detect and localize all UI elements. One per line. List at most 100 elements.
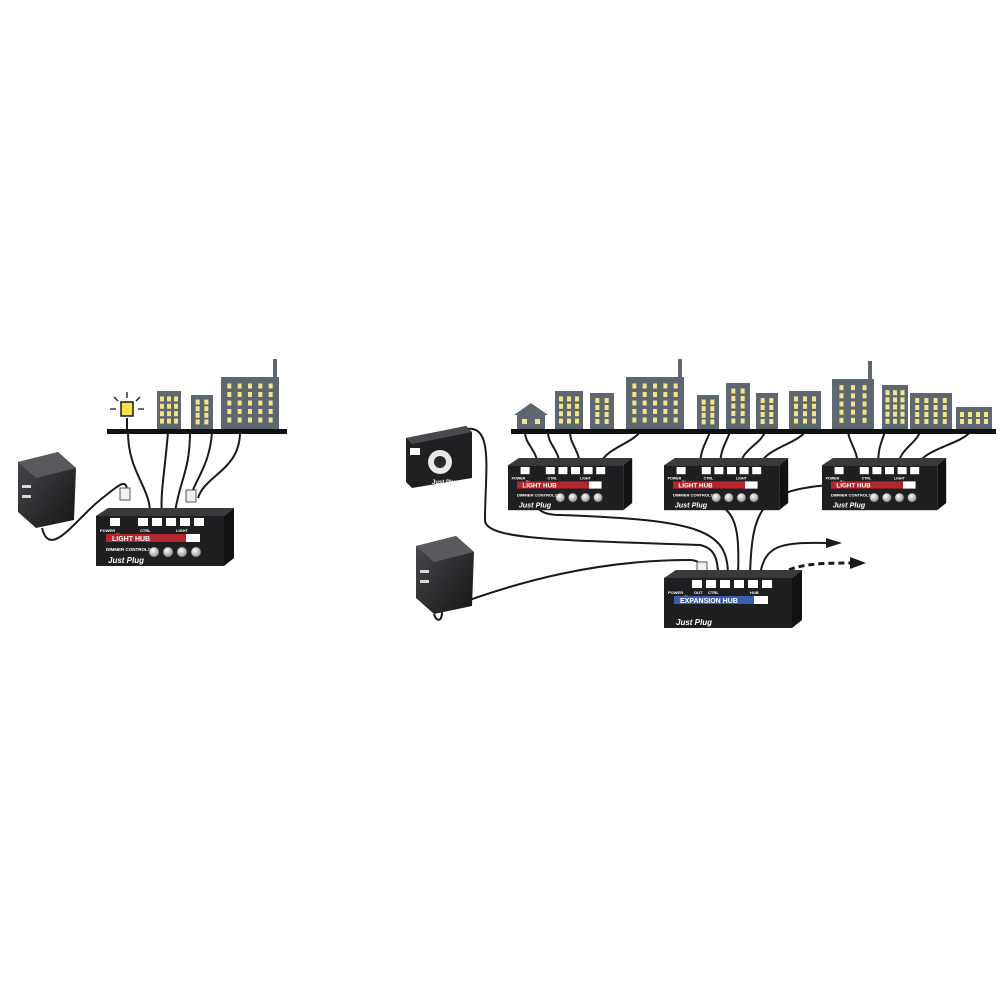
port-socket (734, 580, 744, 588)
port-socket (180, 518, 190, 526)
dimmer-controls-label: DIMMER CONTROLS (673, 493, 714, 498)
ctrl-port-label: CTRL (140, 528, 151, 533)
port-socket (885, 467, 894, 475)
power-port-label: POWER (668, 590, 683, 595)
brand-logo: Just Plug (675, 501, 708, 510)
hub-title: EXPANSION HUB (680, 598, 738, 605)
dimmer-knob-icon[interactable] (593, 492, 603, 503)
brand-logo: Just Plug (833, 501, 866, 510)
dimmer-knob-icon[interactable] (907, 492, 917, 503)
light-port-label: LIGHT (736, 477, 748, 481)
left-track (107, 429, 287, 434)
hub-title: LIGHT HUB (678, 483, 713, 490)
dimmer-knob-icon[interactable] (580, 492, 591, 503)
dimmer-knob-icon[interactable] (555, 492, 565, 503)
dimmer-knob-icon[interactable] (190, 546, 202, 558)
port-socket (110, 518, 120, 526)
dimmer-knob-icon[interactable] (162, 546, 174, 558)
port-socket (152, 518, 162, 526)
port-socket (872, 467, 882, 475)
dimmer-knob-icon[interactable] (148, 546, 160, 558)
dimmer-knob-icon[interactable] (882, 492, 892, 503)
remote-brand: Just Plug (432, 480, 459, 486)
dimmer-knob-icon[interactable] (724, 492, 734, 503)
power-port-label: POWER (826, 477, 840, 481)
hub-label-end (745, 481, 758, 489)
port-socket (166, 518, 176, 526)
port-socket (859, 467, 869, 475)
building-icon (555, 391, 583, 429)
port-socket (692, 580, 702, 588)
building-icon (756, 393, 778, 429)
hub-port-label: HUB (750, 590, 759, 595)
hub-label-strip (106, 534, 186, 542)
light-port-label: LIGHT (580, 477, 592, 481)
ctrl-port-label: CTRL (862, 477, 872, 481)
dimmer-knob-icon[interactable] (711, 492, 721, 503)
building-icon (626, 359, 684, 429)
hub-title: LIGHT HUB (522, 483, 557, 490)
building-icon (157, 391, 181, 429)
building-icon (726, 383, 750, 429)
building-icon (956, 407, 992, 429)
hub-label-end (754, 596, 768, 604)
dimmer-knob-icon[interactable] (749, 492, 759, 503)
out-port-label: OUT (694, 590, 703, 595)
hub-label-end (903, 481, 916, 489)
power-adapter-icon (18, 452, 76, 528)
dimmer-controls-label: DIMMER CONTROLS (106, 547, 151, 552)
hub-label-end (186, 534, 200, 542)
port-socket (834, 467, 844, 475)
hub-title: LIGHT HUB (112, 536, 150, 543)
light-port-label: LIGHT (894, 477, 906, 481)
port-socket (910, 467, 920, 475)
building-icon (221, 359, 279, 429)
port-socket (596, 467, 606, 475)
building-icon (697, 395, 719, 429)
port-socket (194, 518, 204, 526)
right-buildings (514, 359, 992, 429)
left-wires (41, 431, 241, 541)
power-port-label: POWER (668, 477, 682, 481)
power-adapter-icon (416, 536, 474, 621)
building-icon (910, 393, 952, 429)
building-icon (832, 361, 874, 429)
hub-title: LIGHT HUB (836, 483, 871, 490)
brand-logo: Just Plug (676, 618, 712, 627)
port-socket (571, 467, 580, 475)
dimmer-knob-icon[interactable] (894, 492, 905, 503)
power-port-label: POWER (100, 528, 115, 533)
light-plug-connector (185, 489, 197, 503)
remote-controller-icon: Just Plug (406, 426, 472, 488)
port-socket (748, 580, 758, 588)
dimmer-knob-icon[interactable] (736, 492, 747, 503)
port-socket (739, 467, 749, 475)
port-socket (558, 467, 568, 475)
dimmer-controls-label: DIMMER CONTROLS (517, 493, 558, 498)
port-socket (706, 580, 716, 588)
hub-label-end (589, 481, 602, 489)
arrow-right-icon (850, 557, 866, 569)
port-socket (720, 580, 730, 588)
dimmer-knob-icon[interactable] (869, 492, 879, 503)
lamp-icon (110, 392, 144, 430)
dimmer-knob-icon[interactable] (176, 546, 188, 558)
dimmer-controls-label: DIMMER CONTROLS (831, 493, 872, 498)
port-socket (520, 467, 530, 475)
port-socket (727, 467, 736, 475)
hub-label-strip (517, 481, 589, 489)
house-icon (514, 403, 548, 429)
right-track (511, 429, 996, 434)
ctrl-port-label: CTRL (708, 590, 719, 595)
building-icon (590, 393, 614, 429)
port-socket (545, 467, 555, 475)
dimmer-knob-icon[interactable] (568, 492, 578, 503)
building-icon (789, 391, 821, 429)
port-socket (583, 467, 593, 475)
